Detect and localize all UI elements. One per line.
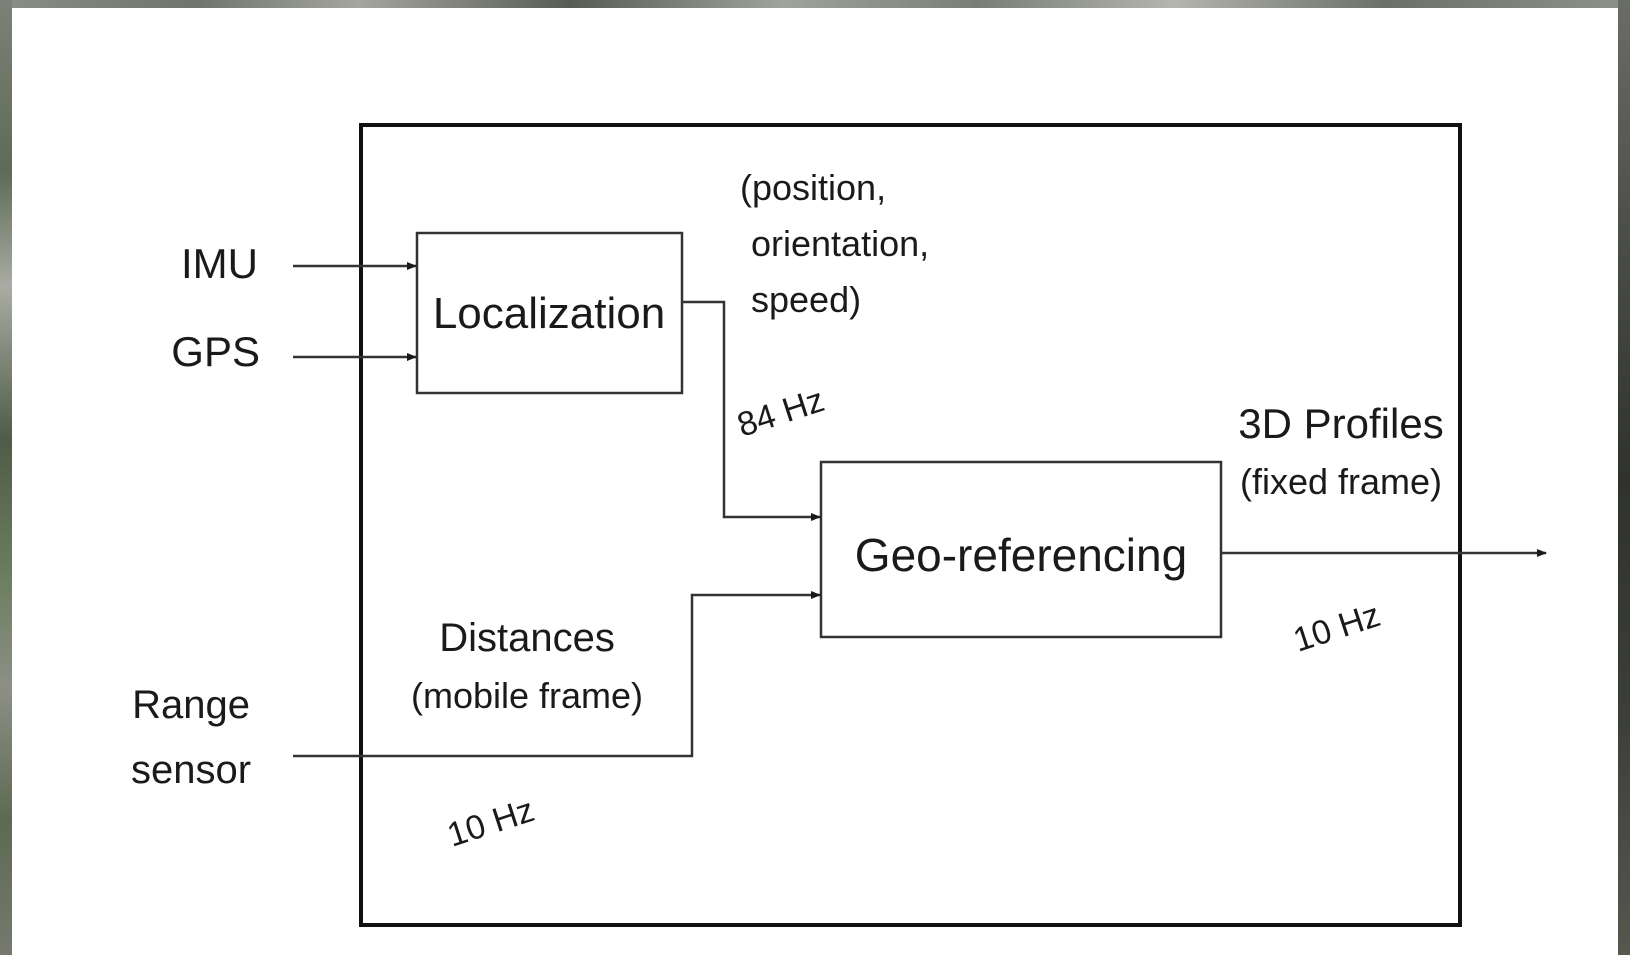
pose-link-arrow	[682, 300, 821, 521]
background-photo-strip-top	[0, 0, 1630, 8]
distances-link-arrow	[293, 591, 821, 758]
pose-rate-label: 84 Hz	[733, 381, 829, 445]
pose-annotation-line3: speed)	[751, 279, 861, 320]
localization-label: Localization	[433, 289, 665, 338]
pose-annotation-line2: orientation,	[751, 223, 929, 264]
background-photo-strip-right	[1618, 0, 1630, 955]
range-sensor-label-line2: sensor	[131, 748, 251, 792]
georeferencing-label: Geo-referencing	[855, 529, 1187, 581]
output-rate-label: 10 Hz	[1289, 596, 1385, 660]
distances-label-line2: (mobile frame)	[411, 675, 643, 716]
range-rate-label: 10 Hz	[443, 791, 539, 855]
range-sensor-label-line1: Range	[132, 683, 250, 727]
distances-label-line1: Distances	[439, 616, 615, 660]
imu-label: IMU	[181, 240, 258, 287]
localization-block	[415, 231, 684, 395]
georeferencing-block	[819, 460, 1223, 639]
output-label-line2: (fixed frame)	[1240, 461, 1442, 502]
gps-label: GPS	[171, 328, 260, 375]
pose-annotation-line1: (position,	[740, 167, 886, 208]
background-photo-strip-left	[0, 0, 12, 955]
output-label-line1: 3D Profiles	[1238, 400, 1443, 447]
system-boundary	[359, 123, 1462, 927]
